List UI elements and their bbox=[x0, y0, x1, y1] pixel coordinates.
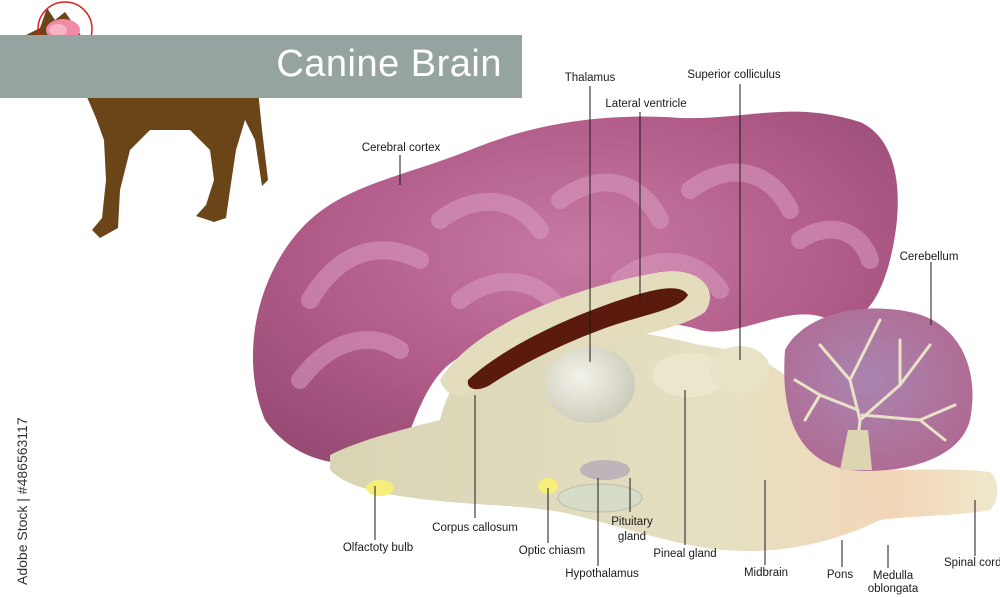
label-thalamus: Thalamus bbox=[564, 72, 616, 84]
label-olfactory-bulb: Olfactoty bulb bbox=[342, 542, 414, 554]
leader-lines bbox=[374, 84, 976, 568]
lateral-ventricle-shape bbox=[467, 288, 688, 390]
label-pineal-gland: Pineal gland bbox=[653, 548, 717, 560]
label-superior-colliculus: Superior colliculus bbox=[687, 69, 781, 81]
label-pituitary-line2: gland bbox=[617, 531, 647, 543]
title-band: Canine Brain bbox=[0, 35, 522, 98]
label-cerebellum: Cerebellum bbox=[899, 251, 959, 263]
cerebellum-shape bbox=[784, 308, 973, 471]
pituitary-shape bbox=[557, 483, 643, 513]
label-medulla-line2: oblongata bbox=[867, 583, 919, 595]
label-hypothalamus: Hypothalamus bbox=[565, 568, 639, 580]
side-text-label: Adobe Stock | #486563117 bbox=[14, 417, 30, 585]
label-medulla-line1: Medulla bbox=[872, 570, 914, 582]
label-corpus-callosum: Corpus callosum bbox=[432, 522, 518, 534]
thalamus-shape bbox=[545, 347, 635, 423]
brainstem-shape bbox=[330, 328, 998, 551]
olfactory-bulb-shape bbox=[366, 480, 394, 496]
page-title: Canine Brain bbox=[276, 43, 502, 85]
label-optic-chiasm: Optic chiasm bbox=[518, 545, 586, 557]
label-pituitary-line1: Pituitary bbox=[611, 516, 653, 528]
label-spinal-cord: Spinal cord bbox=[944, 557, 1000, 569]
superior-colliculus-shape bbox=[652, 353, 728, 397]
watermark-side-text: Adobe Stock | #486563117 bbox=[10, 360, 30, 590]
label-pons: Pons bbox=[826, 569, 854, 581]
label-lateral-ventricle: Lateral ventricle bbox=[605, 98, 687, 110]
optic-chiasm-shape bbox=[538, 478, 558, 494]
cerebral-cortex-shape bbox=[252, 111, 898, 464]
label-midbrain: Midbrain bbox=[743, 567, 789, 579]
label-cerebral-cortex: Cerebral cortex bbox=[361, 142, 441, 154]
